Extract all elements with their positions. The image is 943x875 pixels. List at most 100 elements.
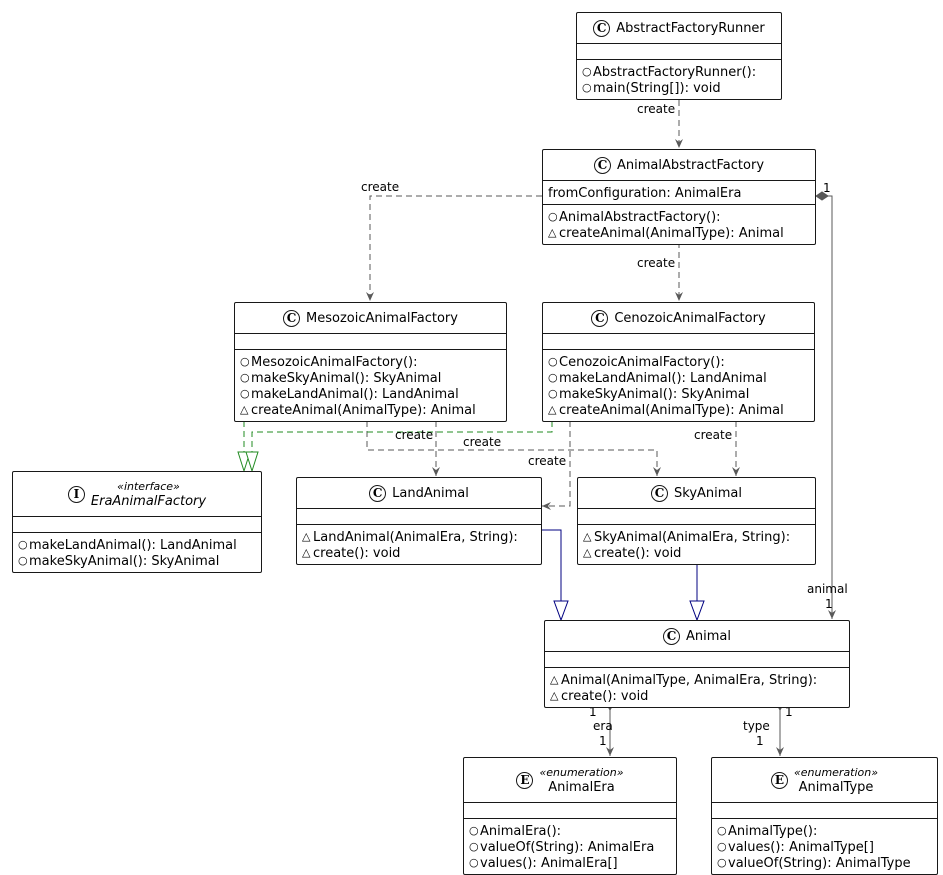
class-animal[interactable]: C Animal △Animal(AnimalType, AnimalEra, St…	[544, 620, 850, 708]
visibility-icon: ○	[548, 355, 558, 368]
fields-section	[297, 508, 541, 524]
class-header: I«interface»EraAnimalFactory	[13, 472, 261, 516]
fields-section: fromConfiguration: AnimalEra	[543, 180, 815, 204]
method-row: ○CenozoicAnimalFactory():	[548, 354, 809, 370]
method-row: △createAnimal(AnimalType): Animal	[548, 402, 809, 418]
visibility-icon: ○	[548, 371, 558, 384]
method-row: △create(): void	[550, 688, 844, 704]
label-role-type: type	[743, 719, 770, 733]
class-names: AnimalAbstractFactory	[617, 158, 764, 173]
class-names: LandAnimal	[392, 486, 469, 501]
visibility-icon: ○	[582, 65, 592, 78]
method-text: create(): void	[594, 545, 682, 561]
class-type-icon: C	[593, 19, 611, 37]
field-text: fromConfiguration: AnimalEra	[548, 185, 742, 201]
enum-animal-era[interactable]: E«enumeration»AnimalEra○AnimalEra():○val…	[463, 757, 677, 875]
methods-section: ○AnimalType():○values(): AnimalType[]○va…	[712, 818, 937, 874]
method-text: create(): void	[313, 545, 401, 561]
enum-animal-type[interactable]: E«enumeration»AnimalType○AnimalType():○v…	[711, 757, 938, 875]
label-create-meso-land: create	[395, 428, 434, 442]
visibility-icon: ○	[717, 824, 727, 837]
class-names: AbstractFactoryRunner	[616, 21, 765, 36]
field-row: fromConfiguration: AnimalEra	[548, 185, 810, 201]
method-row: ○makeSkyAnimal(): SkyAnimal	[548, 386, 809, 402]
methods-section: ○AnimalEra():○valueOf(String): AnimalEra…	[464, 818, 676, 874]
visibility-icon: △	[302, 530, 311, 543]
method-text: makeLandAnimal(): LandAnimal	[251, 386, 459, 402]
class-header: C AbstractFactoryRunner	[577, 13, 781, 43]
method-row: △LandAnimal(AnimalEra, String):	[302, 529, 536, 545]
label-mult-animal-era: 1	[589, 705, 597, 719]
method-text: createAnimal(AnimalType): Animal	[251, 402, 476, 418]
methods-section: ○MesozoicAnimalFactory():○makeSkyAnimal(…	[235, 349, 506, 421]
visibility-icon: △	[550, 673, 559, 686]
class-type-icon: C	[663, 627, 680, 645]
interface-era-animal-factory[interactable]: I«interface»EraAnimalFactory○makeLandAni…	[12, 471, 262, 573]
label-create-mesozoic: create	[361, 180, 400, 194]
class-header: C Animal	[545, 621, 849, 651]
class-name: AnimalEra	[548, 780, 615, 795]
class-name: EraAnimalFactory	[90, 494, 207, 509]
dep-mesozoic-sky	[366, 411, 661, 476]
method-text: AnimalEra():	[480, 823, 562, 839]
method-row: ○valueOf(String): AnimalType	[717, 855, 932, 871]
method-text: values(): AnimalType[]	[728, 839, 874, 855]
class-abstract-factory-runner[interactable]: C AbstractFactoryRunner ○AbstractFactoryRu…	[576, 12, 782, 100]
visibility-icon: ○	[240, 387, 250, 400]
method-text: values(): AnimalEra[]	[480, 855, 618, 871]
class-name: Animal	[686, 628, 731, 644]
extend-land-triangle	[553, 600, 569, 622]
class-names: «enumeration»AnimalType	[794, 765, 878, 795]
extend-sky-triangle	[689, 600, 705, 622]
class-stereotype: «enumeration»	[539, 766, 624, 779]
fields-section	[543, 333, 814, 349]
fields-section	[13, 516, 261, 532]
label-mult-animal: 1	[825, 597, 833, 611]
method-row: ○AnimalEra():	[469, 823, 671, 839]
methods-section: △Animal(AnimalType, AnimalEra, String):△…	[545, 667, 849, 707]
label-mult-animal-type: 1	[785, 705, 793, 719]
label-role-era: era	[593, 719, 613, 733]
method-text: CenozoicAnimalFactory():	[559, 354, 725, 370]
visibility-icon: △	[302, 546, 311, 559]
method-row: △SkyAnimal(AnimalEra, String):	[583, 529, 810, 545]
class-name: AnimalType	[798, 780, 874, 795]
methods-section: △LandAnimal(AnimalEra, String):△create()…	[297, 524, 541, 564]
extend-land	[542, 529, 562, 601]
realize-triangle-2	[245, 451, 259, 473]
class-name: MesozoicAnimalFactory	[306, 310, 458, 326]
methods-section: △SkyAnimal(AnimalEra, String):△create():…	[578, 524, 815, 564]
visibility-icon: ○	[469, 824, 479, 837]
method-text: AbstractFactoryRunner():	[593, 64, 757, 80]
class-type-icon: C	[283, 309, 301, 327]
method-row: △Animal(AnimalType, AnimalEra, String):	[550, 672, 844, 688]
class-name: AbstractFactoryRunner	[616, 20, 765, 36]
method-text: valueOf(String): AnimalEra	[480, 839, 655, 855]
class-name: CenozoicAnimalFactory	[614, 310, 766, 326]
visibility-icon: ○	[582, 81, 592, 94]
class-name: SkyAnimal	[674, 485, 742, 501]
class-name: AnimalAbstractFactory	[616, 157, 765, 173]
class-type-icon: I	[67, 485, 85, 503]
visibility-icon: △	[583, 546, 592, 559]
compose-factory-animal	[828, 195, 836, 619]
method-text: valueOf(String): AnimalType	[728, 855, 911, 871]
methods-section: ○AnimalAbstractFactory():△createAnimal(A…	[543, 204, 815, 244]
visibility-icon: ○	[469, 856, 479, 869]
method-row: ○MesozoicAnimalFactory():	[240, 354, 501, 370]
class-header: E «enumeration»AnimalEra	[464, 758, 676, 802]
method-text: createAnimal(AnimalType): Animal	[559, 402, 784, 418]
method-row: △create(): void	[302, 545, 536, 561]
visibility-icon: △	[240, 403, 249, 416]
class-type-icon: E	[516, 771, 534, 789]
method-row: ○makeSkyAnimal(): SkyAnimal	[18, 553, 256, 569]
visibility-icon: ○	[240, 371, 250, 384]
class-mesozoic-animal-factory[interactable]: C MesozoicAnimalFactory ○MesozoicAnimalFac…	[234, 302, 507, 422]
label-mult-factory: 1	[823, 181, 831, 195]
visibility-icon: ○	[240, 355, 250, 368]
